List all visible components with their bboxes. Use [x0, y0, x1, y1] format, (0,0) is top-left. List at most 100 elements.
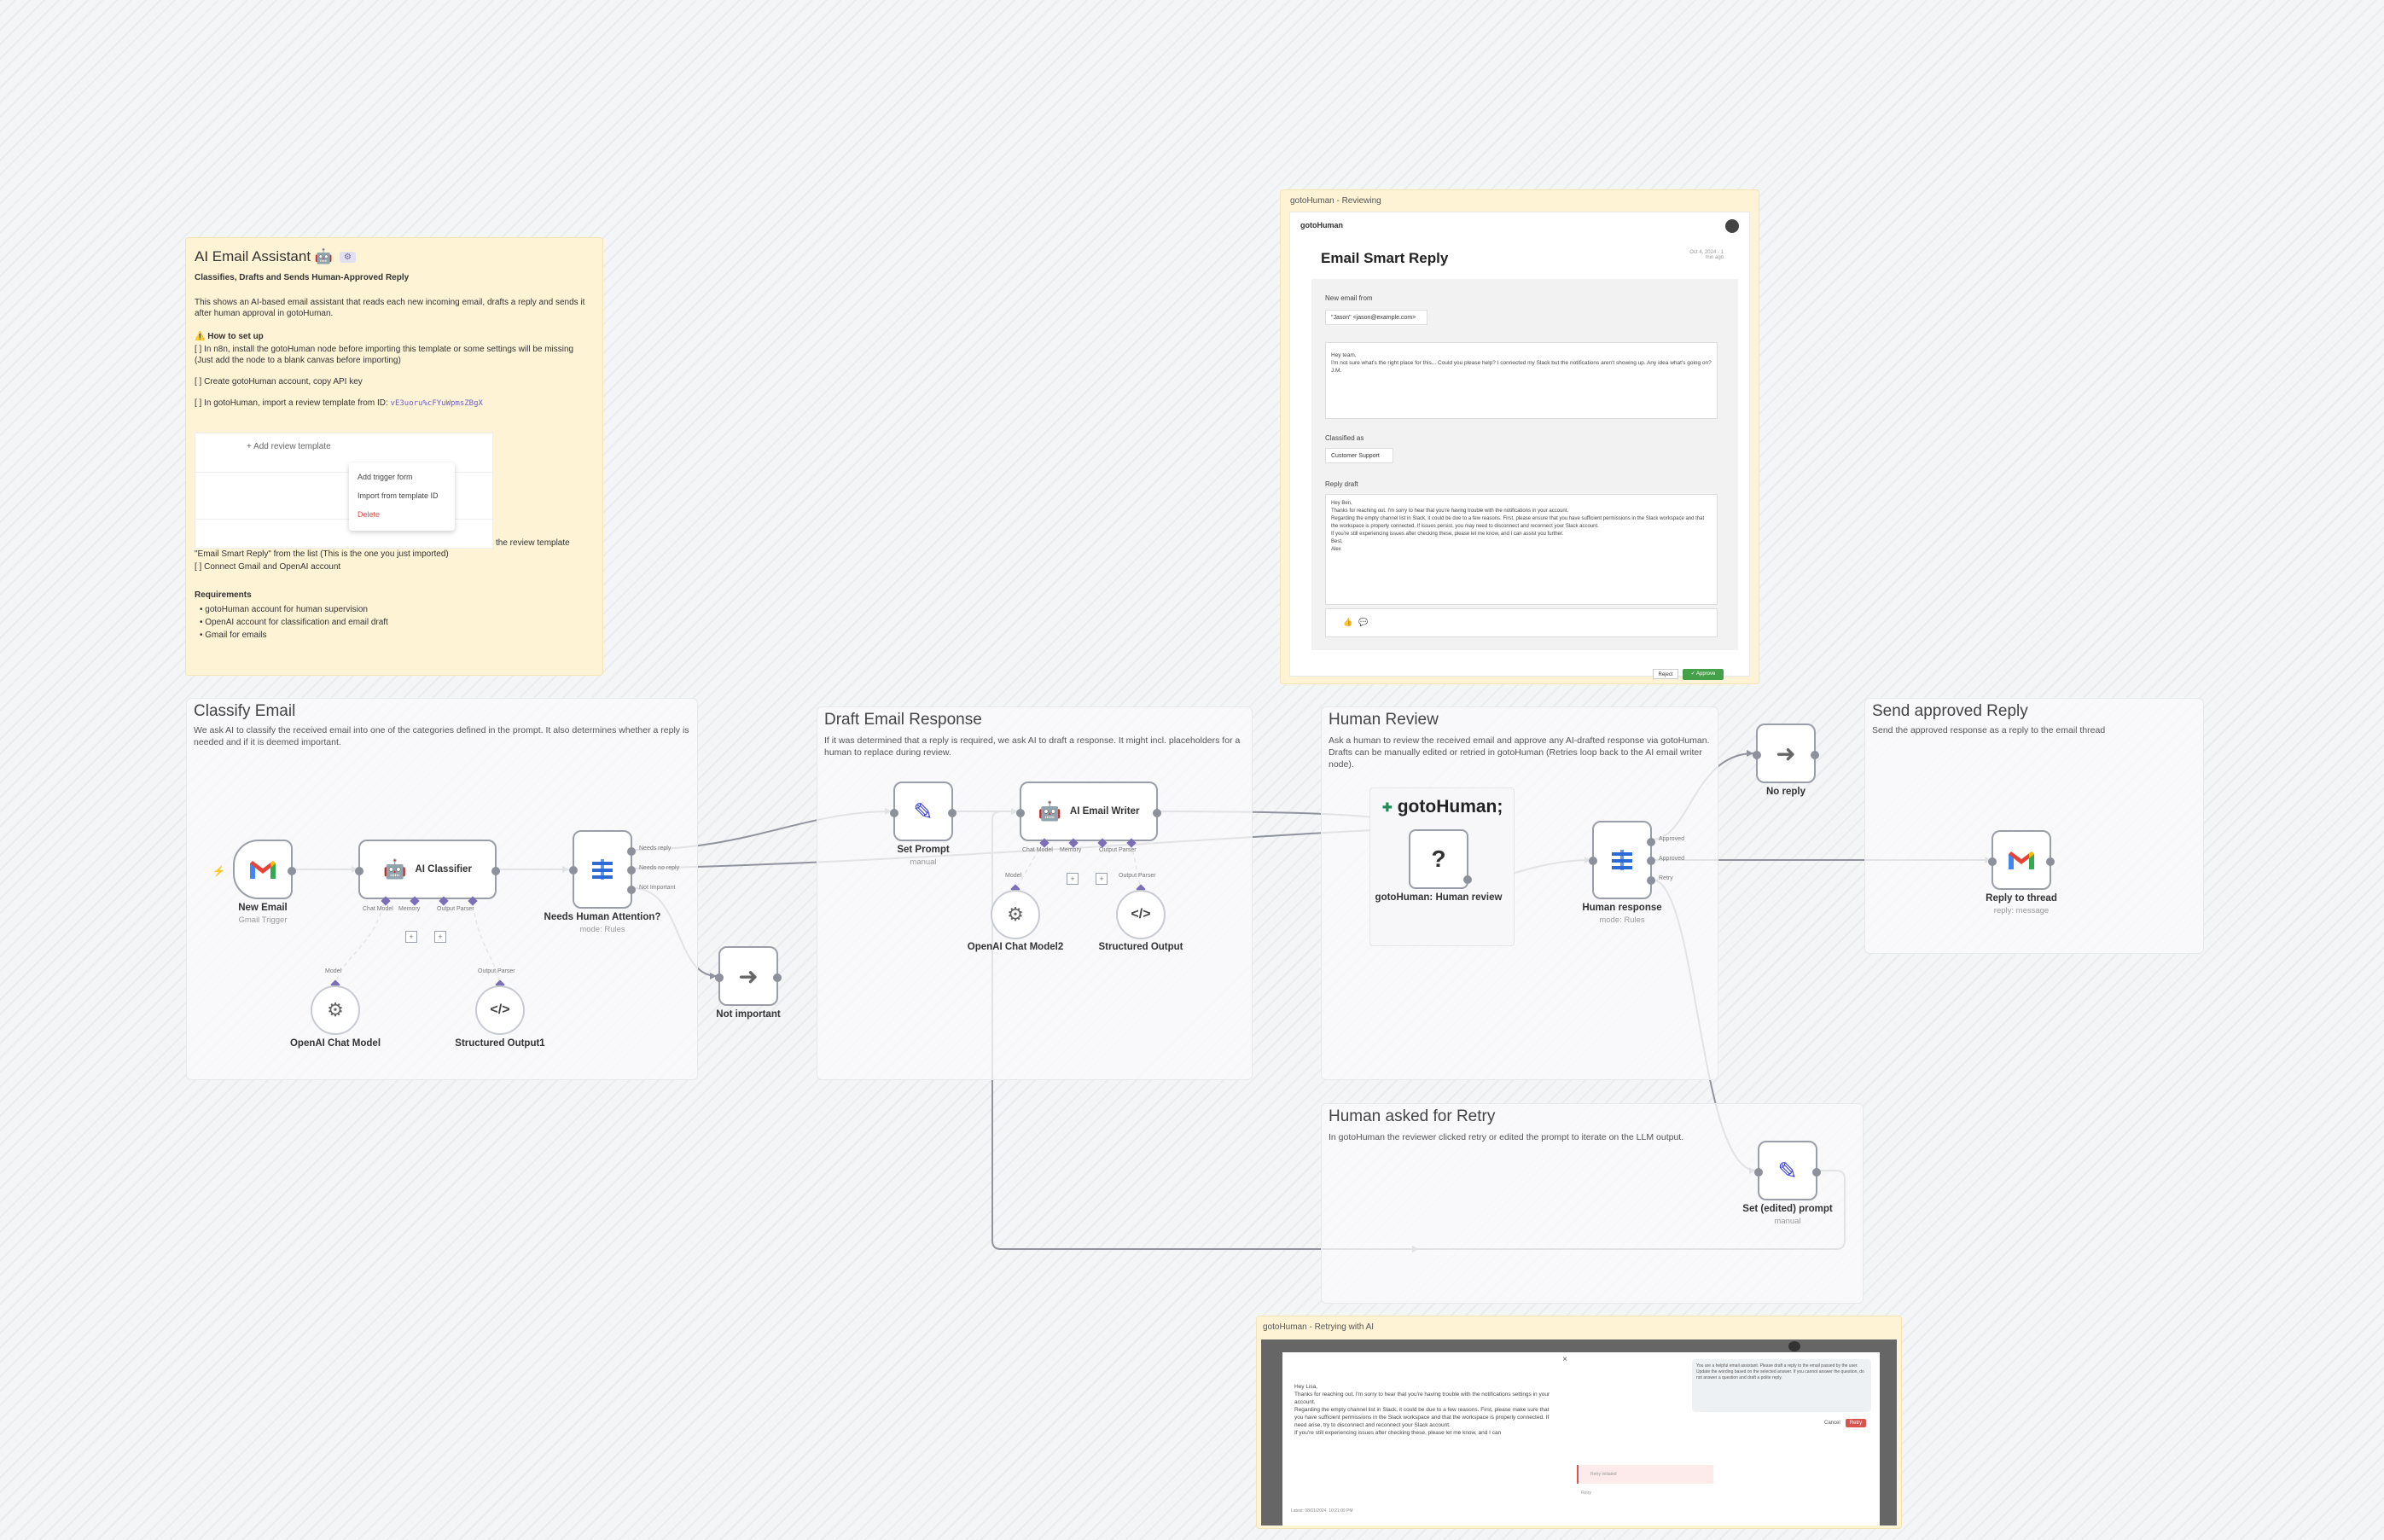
new-email-label: New email from: [1325, 294, 1373, 302]
label-openai-model2: OpenAI Chat Model2: [967, 942, 1064, 952]
retrying-header: gotoHuman - Retrying with AI: [1263, 1322, 1375, 1332]
node-no-reply[interactable]: ➜: [1753, 724, 1819, 783]
openai-icon: ⚙: [1007, 904, 1024, 925]
node-reply-thread[interactable]: [1988, 830, 2055, 890]
node-new-email[interactable]: [233, 840, 296, 899]
menu-item-add-trigger: Add trigger form: [358, 473, 413, 481]
gmail-icon: [250, 861, 276, 879]
node-needs-attention[interactable]: [569, 830, 636, 909]
retry-draft-text: Hey Lisa, Thanks for reaching out. I'm s…: [1294, 1384, 1550, 1436]
port-memory: Memory: [398, 906, 421, 912]
setup-step-3: [ ] In gotoHuman, import a review templa…: [195, 398, 483, 408]
requirement-1: • gotoHuman account for human supervisio…: [200, 605, 368, 614]
node-structured-output[interactable]: </>: [1116, 890, 1166, 939]
node-not-important[interactable]: ➜: [715, 946, 782, 1006]
retry-sub-note: Retry: [1581, 1491, 1591, 1496]
requirements-title: Requirements: [195, 590, 252, 600]
draft-textarea[interactable]: Hey Ben, Thanks for reaching out. I'm so…: [1325, 494, 1718, 605]
setup-step-5: [ ] Connect Gmail and OpenAI account: [195, 562, 341, 572]
gotohuman-logo-icon: ✚: [1382, 799, 1393, 814]
review-form: New email from "Jason" <jason@example.co…: [1311, 279, 1738, 650]
sticky-intro: This shows an AI-based email assistant t…: [195, 298, 585, 318]
label-human-response: Human response: [1582, 903, 1662, 913]
node-human-response[interactable]: [1589, 821, 1655, 899]
node-set-prompt[interactable]: ✎: [890, 782, 957, 841]
port-chat-model-2: Chat Model: [1022, 847, 1053, 853]
port-output-parser: Output Parser: [437, 906, 474, 912]
draft-label: Reply draft: [1325, 480, 1358, 488]
add-review-template-link: + Add review template: [247, 442, 331, 451]
retry-footer: Latest: 08/01/2024, 10:21:09 PM: [1291, 1508, 1353, 1514]
sticky-note-main[interactable]: AI Email Assistant 🤖 ⚙ Classifies, Draft…: [185, 237, 603, 676]
label-reply-thread: Reply to thread: [1986, 893, 2057, 904]
add-memory-icon[interactable]: +: [1067, 873, 1079, 885]
sub-set-edited-prompt: manual: [1774, 1217, 1801, 1226]
setup-step-1: [ ] In n8n, install the gotoHuman node b…: [195, 345, 574, 365]
label-ai-writer: AI Email Writer: [1069, 806, 1140, 816]
group-title-draft: Draft Email Response: [824, 711, 982, 729]
review-meta: Oct 4, 2024 - 1 min ago: [1689, 250, 1724, 260]
cancel-button[interactable]: Cancel: [1824, 1421, 1840, 1426]
setup-step-2: [ ] Create gotoHuman account, copy API k…: [195, 377, 363, 386]
group-title-send: Send approved Reply: [1872, 702, 2028, 720]
node-ai-classifier[interactable]: 🤖 AI Classifier: [355, 840, 500, 906]
node-ai-email-writer[interactable]: 🤖 AI Email Writer: [1016, 782, 1161, 848]
switch-icon: [592, 859, 613, 880]
label-human-review: gotoHuman: Human review: [1375, 892, 1503, 903]
node-structured-output1[interactable]: </>: [475, 985, 525, 1035]
port-output-parser-3: Output Parser: [1119, 873, 1156, 879]
retry-screenshot: × Hey Lisa, Thanks for reaching out. I'm…: [1261, 1340, 1897, 1525]
out-not-important: Not Important: [639, 885, 676, 891]
retry-draft-panel: × Hey Lisa, Thanks for reaching out. I'm…: [1282, 1352, 1573, 1525]
arrow-right-icon: ➜: [1776, 740, 1796, 767]
node-human-review[interactable]: ?: [1409, 829, 1472, 889]
requirement-2: • OpenAI account for classification and …: [200, 618, 388, 627]
group-draft-response[interactable]: Draft Email Response If it was determine…: [817, 706, 1253, 1080]
sub-set-prompt: manual: [910, 857, 937, 867]
label-openai-model: OpenAI Chat Model: [289, 1038, 381, 1049]
sub-new-email: Gmail Trigger: [238, 915, 288, 925]
sticky-note-reviewing[interactable]: gotoHuman - Reviewing gotoHuman Email Sm…: [1280, 189, 1759, 684]
port-model: Model: [325, 968, 342, 974]
add-parser-icon[interactable]: +: [434, 931, 446, 943]
label-new-email: New Email: [238, 903, 288, 913]
group-title-classify: Classify Email: [194, 702, 296, 720]
sticky-badge: ⚙: [339, 251, 356, 263]
close-icon[interactable]: ×: [1562, 1355, 1567, 1364]
retry-button[interactable]: Retry: [1846, 1419, 1866, 1427]
context-menu: Add trigger form Import from template ID…: [349, 462, 455, 531]
code-icon: </>: [1131, 907, 1151, 921]
setup-screenshot: + Add review template Add trigger form I…: [195, 433, 494, 549]
port-chat-model: Chat Model: [363, 906, 393, 912]
pencil-icon: ✎: [913, 798, 933, 825]
group-human-retry[interactable]: Human asked for Retry In gotoHuman the r…: [1321, 1103, 1864, 1304]
reject-button[interactable]: Reject: [1653, 669, 1678, 679]
thumbs-icon[interactable]: 👍: [1343, 618, 1353, 626]
sub-human-response: mode: Rules: [1599, 915, 1645, 925]
node-set-edited-prompt[interactable]: ✎: [1754, 1141, 1821, 1200]
sticky-note-retrying[interactable]: gotoHuman - Retrying with AI × Hey Lisa,…: [1256, 1316, 1902, 1529]
node-openai-model2[interactable]: ⚙: [991, 890, 1040, 939]
sub-needs-attention: mode: Rules: [579, 925, 625, 934]
review-screenshot: gotoHuman Email Smart Reply Oct 4, 2024 …: [1289, 212, 1750, 680]
group-desc-retry: In gotoHuman the reviewer clicked retry …: [1329, 1132, 1684, 1142]
approve-button[interactable]: ✓ Approve: [1683, 669, 1724, 680]
group-desc-send: Send the approved response as a reply to…: [1872, 725, 2106, 735]
requirement-3: • Gmail for emails: [200, 631, 267, 640]
gmail-icon: [2009, 851, 2034, 869]
port-output-parser-1: Output Parser: [478, 968, 515, 974]
sticky-title: AI Email Assistant 🤖: [195, 248, 333, 264]
label-structured-output1: Structured Output1: [455, 1038, 545, 1049]
user-avatar: [1788, 1341, 1800, 1351]
label-no-reply: No reply: [1765, 787, 1805, 797]
group-title-retry: Human asked for Retry: [1329, 1107, 1496, 1125]
label-not-important: Not important: [716, 1009, 781, 1020]
add-parser-icon[interactable]: +: [1096, 873, 1108, 885]
draft-toolbar: 👍 💬: [1325, 608, 1718, 637]
node-openai-model[interactable]: ⚙: [311, 985, 360, 1035]
comment-icon[interactable]: 💬: [1358, 618, 1369, 626]
group-send-reply[interactable]: Send approved Reply Send the approved re…: [1864, 698, 2204, 954]
out-retry: Retry: [1659, 875, 1673, 881]
trigger-bolt-icon: ⚡: [212, 865, 225, 877]
add-memory-icon[interactable]: +: [405, 931, 417, 943]
